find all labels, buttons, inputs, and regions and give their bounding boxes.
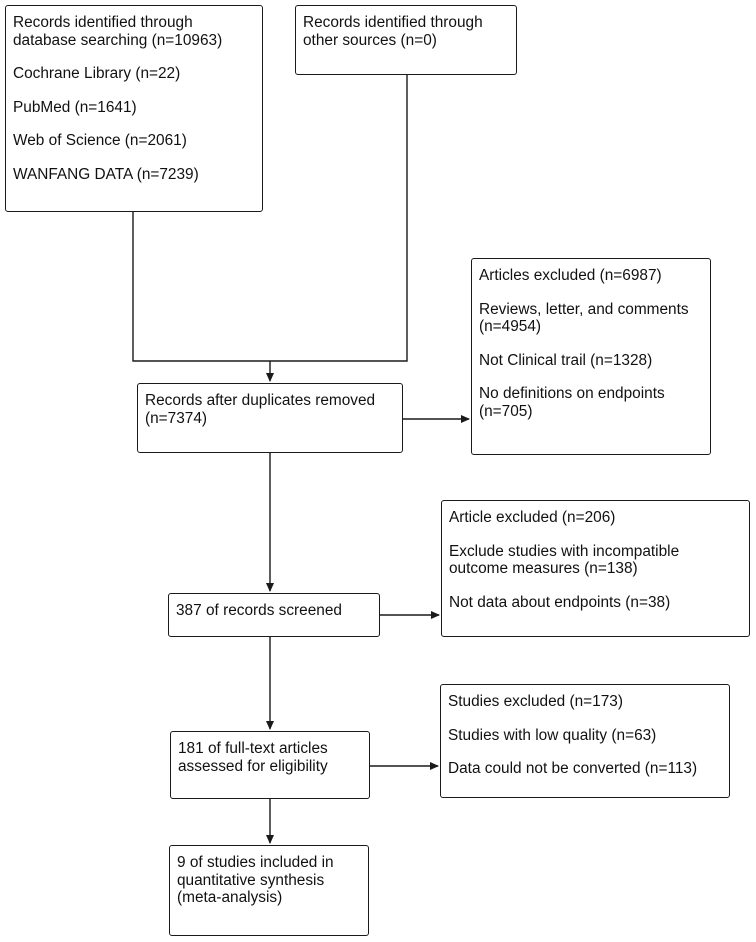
studies-included-box: 9 of studies included in quantitative sy… bbox=[169, 845, 369, 936]
box-text: Records identified through bbox=[13, 14, 193, 31]
box-text: 9 of studies included in bbox=[177, 854, 334, 871]
studies-excluded-box: Studies excluded (n=173) Studies with lo… bbox=[440, 684, 730, 798]
box-text: assessed for eligibility bbox=[178, 757, 328, 775]
reason-no-definitions: No definitions on endpoints bbox=[479, 385, 665, 403]
source-cochrane: Cochrane Library (n=22) bbox=[13, 65, 181, 83]
records-screened-box: 387 of records screened bbox=[168, 593, 380, 637]
box-heading: Article excluded (n=206) bbox=[449, 509, 616, 526]
duplicates-removed-box: Records after duplicates removed (n=7374… bbox=[137, 383, 403, 453]
box-text: quantitative synthesis bbox=[177, 871, 325, 889]
other-sources-box: Records identified through other sources… bbox=[295, 5, 517, 75]
reason-reviews: Reviews, letter, and comments bbox=[479, 300, 689, 318]
box-text: Records after duplicates removed bbox=[145, 392, 376, 409]
database-records-box: Records identified through database sear… bbox=[5, 5, 263, 212]
reason-no-definitions-count: (n=705) bbox=[479, 402, 533, 420]
reason-not-clinical: Not Clinical trail (n=1328) bbox=[479, 351, 653, 369]
source-pubmed: PubMed (n=1641) bbox=[13, 98, 137, 116]
reason-not-converted: Data could not be converted (n=113) bbox=[448, 760, 698, 778]
box-text: 387 of records screened bbox=[176, 602, 342, 619]
reason-incompatible: Exclude studies with incompatible bbox=[449, 542, 680, 560]
box-text: (meta-analysis) bbox=[177, 889, 283, 907]
reason-incompatible-count: outcome measures (n=138) bbox=[449, 560, 638, 578]
source-wanfang: WANFANG DATA (n=7239) bbox=[13, 165, 199, 183]
article-excluded-box: Article excluded (n=206) Exclude studies… bbox=[441, 500, 750, 637]
full-text-assessed-box: 181 of full-text articles assessed for e… bbox=[170, 731, 370, 799]
box-text: database searching (n=10963) bbox=[13, 31, 223, 49]
source-web-of-science: Web of Science (n=2061) bbox=[13, 132, 187, 150]
reason-low-quality: Studies with low quality (n=63) bbox=[448, 726, 657, 744]
box-text: 181 of full-text articles bbox=[178, 740, 328, 757]
box-heading: Studies excluded (n=173) bbox=[448, 693, 623, 710]
box-text: (n=7374) bbox=[145, 409, 208, 427]
box-heading: Articles excluded (n=6987) bbox=[479, 267, 662, 284]
box-text: Records identified through bbox=[303, 14, 483, 31]
articles-excluded-box: Articles excluded (n=6987) Reviews, lett… bbox=[471, 258, 711, 455]
reason-no-endpoint-data: Not data about endpoints (n=38) bbox=[449, 593, 671, 611]
reason-reviews-count: (n=4954) bbox=[479, 318, 542, 336]
box-text: other sources (n=0) bbox=[303, 31, 437, 49]
